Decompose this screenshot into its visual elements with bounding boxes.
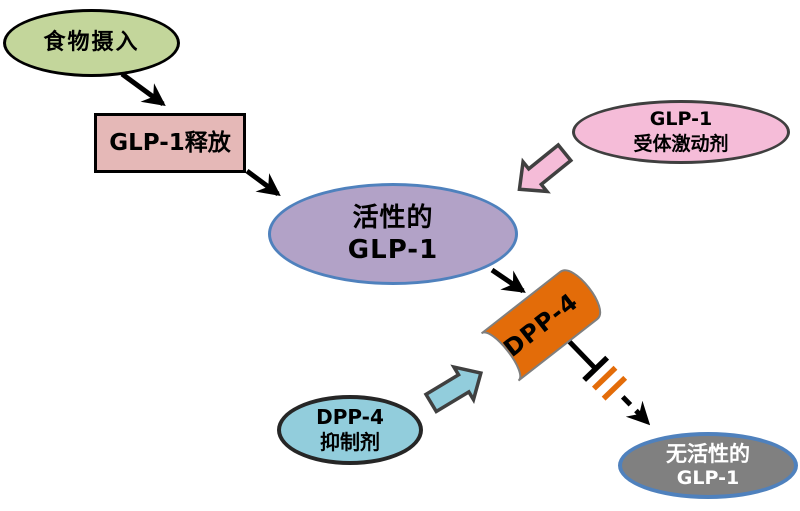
arrow-release-to-active <box>245 168 281 197</box>
inactive-glp1-line1: 无活性的 <box>666 441 750 466</box>
agonist-block-arrow <box>517 142 574 194</box>
node-food-intake: 食物摄入 <box>3 9 180 77</box>
node-dpp4-inhibitor: DPP-4 抑制剂 <box>277 395 423 465</box>
active-glp1-line2: GLP-1 <box>347 235 439 265</box>
glp1-release-label: GLP-1释放 <box>109 129 231 156</box>
inhibition-tbar <box>582 355 610 382</box>
node-glp1-release: GLP-1释放 <box>94 113 246 173</box>
food-intake-label: 食物摄入 <box>43 30 140 56</box>
dpp4-enzyme-shape <box>480 269 601 382</box>
inhibition-slash-1 <box>591 365 618 391</box>
glp1-agonist-line1: GLP-1 <box>649 108 713 131</box>
inhibitor-block-arrow <box>423 364 484 414</box>
node-glp1-agonist: GLP-1 受体激动剂 <box>572 100 790 164</box>
dpp4-inhibitor-line2: 抑制剂 <box>320 430 380 454</box>
inhibition-dashed-line <box>620 395 651 426</box>
active-glp1-line1: 活性的 <box>352 202 434 233</box>
inactive-glp1-line2: GLP-1 <box>676 466 740 489</box>
dpp4-inhibitor-line1: DPP-4 <box>316 405 384 429</box>
inhibition-slash-2 <box>601 375 628 401</box>
arrow-food-to-release <box>120 71 166 107</box>
node-active-glp1: 活性的 GLP-1 <box>268 183 518 285</box>
arrow-active-to-dpp4 <box>490 267 526 294</box>
glp1-agonist-line2: 受体激动剂 <box>633 133 729 155</box>
node-inactive-glp1: 无活性的 GLP-1 <box>618 432 798 499</box>
